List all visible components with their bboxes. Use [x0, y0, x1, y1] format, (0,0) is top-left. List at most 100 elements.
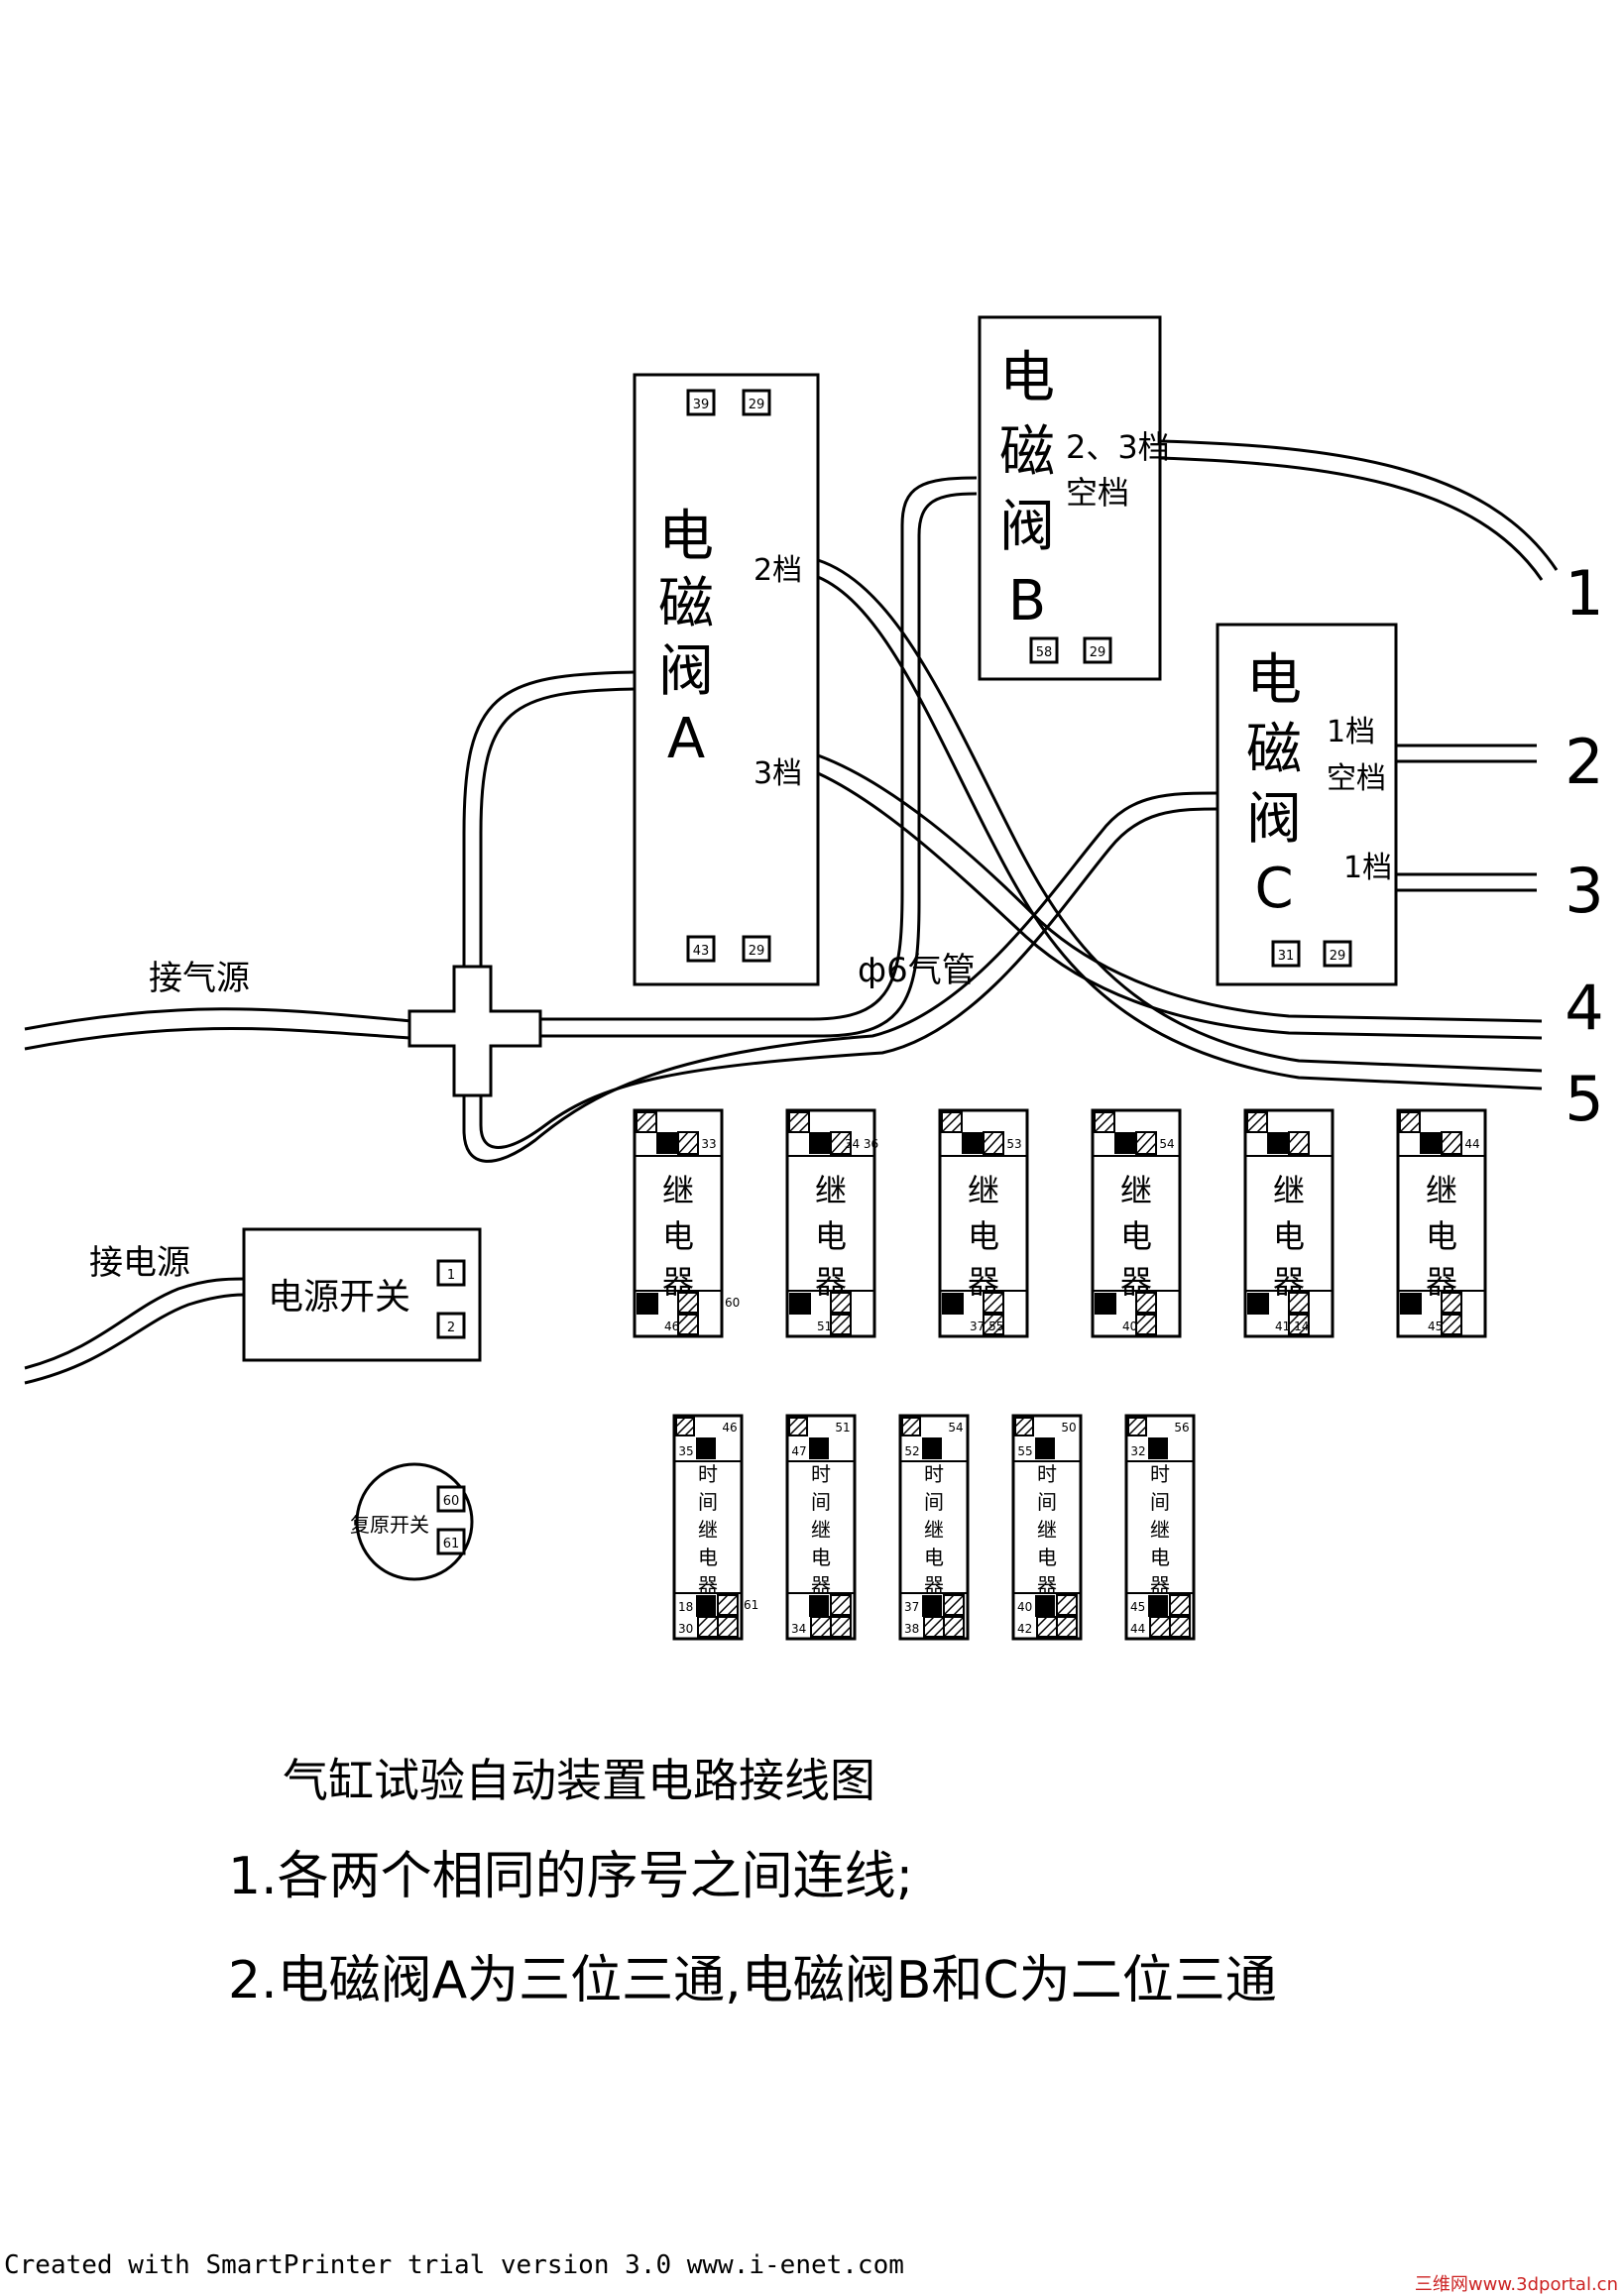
relay-top-num: 33 [701, 1137, 716, 1151]
relay-pin-hatch [1441, 1314, 1462, 1335]
valve-b-port-line1: 2、3档 [1066, 428, 1170, 466]
power-switch-term-box [436, 1259, 466, 1287]
timer-top-left-num: 52 [904, 1444, 919, 1458]
timer-label-char: 器 [1037, 1573, 1057, 1597]
relay-top-num: 54 [1159, 1137, 1174, 1151]
timer-label-char: 继 [1150, 1518, 1170, 1542]
relay-pin-hatch [1246, 1111, 1268, 1133]
relay-pin-hatch [677, 1131, 699, 1155]
timer-pin-hatch [810, 1616, 832, 1638]
timer-pin-solid [696, 1595, 716, 1617]
tube-output-1 [1159, 439, 1559, 571]
relay-pin-hatch [941, 1111, 963, 1133]
relay-bottom-num: 46 [664, 1320, 679, 1333]
reset-switch-term: 61 [443, 1537, 460, 1551]
timer-pin-hatch [697, 1616, 719, 1638]
power-source-cable [24, 1293, 245, 1385]
note-2: 2.电磁阀A为三位三通,电磁阀B和C为二位三通 [228, 1951, 1277, 2010]
relay-label-char: 继 [968, 1172, 999, 1209]
timer-top-left-num: 55 [1017, 1444, 1032, 1458]
timer-pin-solid [809, 1437, 829, 1459]
reset-switch-term-box [436, 1485, 466, 1513]
relay-pin-hatch [830, 1131, 852, 1155]
reset-switch-term-box [436, 1528, 466, 1555]
valve-a-term: 43 [693, 944, 710, 959]
valve-b-term: 29 [1090, 645, 1106, 660]
relay-bottom-num: 37 55 [970, 1320, 1003, 1333]
timer-label-char: 电 [1150, 1546, 1170, 1569]
timer-bottom-num: 37 [904, 1600, 919, 1614]
relay-pin-solid [1420, 1132, 1442, 1154]
valve-a-label-char: 阀 [658, 639, 714, 704]
valve-b-term-box [1083, 636, 1112, 664]
timer-label-char: 时 [1150, 1462, 1170, 1486]
timer-pin-hatch [1014, 1417, 1034, 1436]
timer-label-char: 电 [1037, 1546, 1057, 1569]
valve-c-term-box [1271, 940, 1301, 968]
timer-label-char: 继 [924, 1518, 944, 1542]
timer-pin-hatch [717, 1616, 739, 1638]
timer-pin-hatch [675, 1417, 695, 1436]
timer-label-char: 器 [811, 1573, 831, 1597]
timer-pin-hatch [1127, 1417, 1147, 1436]
power-source-cable [24, 1277, 245, 1370]
output-number-5: 5 [1565, 1063, 1603, 1135]
valve-c-label-char: 磁 [1246, 718, 1302, 782]
valve-a-port-2: 2档 [754, 553, 802, 588]
relay-label-char: 电 [1273, 1217, 1305, 1255]
valve-c-port-1-line2: 空档 [1327, 761, 1386, 796]
tube-output-1 [1159, 456, 1544, 581]
timer-pin-hatch [1056, 1616, 1078, 1638]
valve-c-label-char: 阀 [1246, 787, 1302, 852]
timer-top-left-num: 32 [1130, 1444, 1145, 1458]
timer-bottom-num: 42 [1017, 1622, 1032, 1636]
valve-b-port-line2: 空档 [1066, 474, 1129, 512]
diagram-title: 气缸试验自动装置电路接线图 [283, 1754, 875, 1807]
timer-pin-hatch [1036, 1616, 1058, 1638]
valve-a-port-3: 3档 [754, 756, 802, 791]
relay-pin-hatch [1135, 1292, 1157, 1314]
relay-label-char: 电 [815, 1217, 847, 1255]
footer-trial-text: Created with SmartPrinter trial version … [4, 2250, 904, 2280]
relay-pin-solid [809, 1132, 831, 1154]
watermark: 三维网www.3dportal.cn [1414, 2274, 1618, 2295]
tube-output-4 [817, 771, 1543, 1040]
tube-cross-to-valve-c [479, 807, 1218, 1149]
valve-c-label-char: 电 [1246, 648, 1302, 713]
relay-top-num: 34 36 [845, 1137, 878, 1151]
timer-label-char: 器 [1150, 1573, 1170, 1597]
timer-top-right-num: 54 [948, 1421, 963, 1435]
timer-label-char: 器 [924, 1573, 944, 1597]
timer-pin-solid [1035, 1595, 1055, 1617]
cross-fitting [407, 965, 542, 1097]
timer-pin-hatch [830, 1616, 852, 1638]
valve-a-term: 29 [749, 398, 765, 412]
relay-label-char: 电 [1426, 1217, 1457, 1255]
relay-label-char: 继 [662, 1172, 694, 1209]
timer-pin-hatch [923, 1616, 945, 1638]
relay-pin-hatch [830, 1292, 852, 1314]
relay-label-char: 电 [1120, 1217, 1152, 1255]
timer-label-char: 间 [1037, 1490, 1057, 1514]
timer-bottom-num: 44 [1130, 1622, 1145, 1636]
relay-bottom-num: 45 [1428, 1320, 1443, 1333]
valve-a-term-box [686, 389, 716, 416]
timer-top-right-num: 50 [1061, 1421, 1076, 1435]
relay-pin-hatch [788, 1111, 810, 1133]
relay-pin-hatch [983, 1292, 1004, 1314]
tube-cross-to-valve-a [479, 687, 636, 967]
timer-top-right-num: 46 [722, 1421, 737, 1435]
timer-top-left-num: 47 [791, 1444, 806, 1458]
output-number-2: 2 [1565, 726, 1603, 798]
relay-pin-hatch [1399, 1111, 1421, 1133]
relay-pin-hatch [1288, 1314, 1310, 1335]
valve-a-label-char: A [667, 707, 705, 771]
relay-bottom-num: 41 14 [1275, 1320, 1309, 1333]
power-switch-term: 1 [447, 1268, 455, 1283]
timer-pin-hatch [1149, 1616, 1171, 1638]
relay-side-num: 60 [725, 1296, 740, 1310]
timer-bottom-num: 30 [678, 1622, 693, 1636]
relay-pin-solid [942, 1293, 964, 1315]
timer-label-char: 时 [924, 1462, 944, 1486]
